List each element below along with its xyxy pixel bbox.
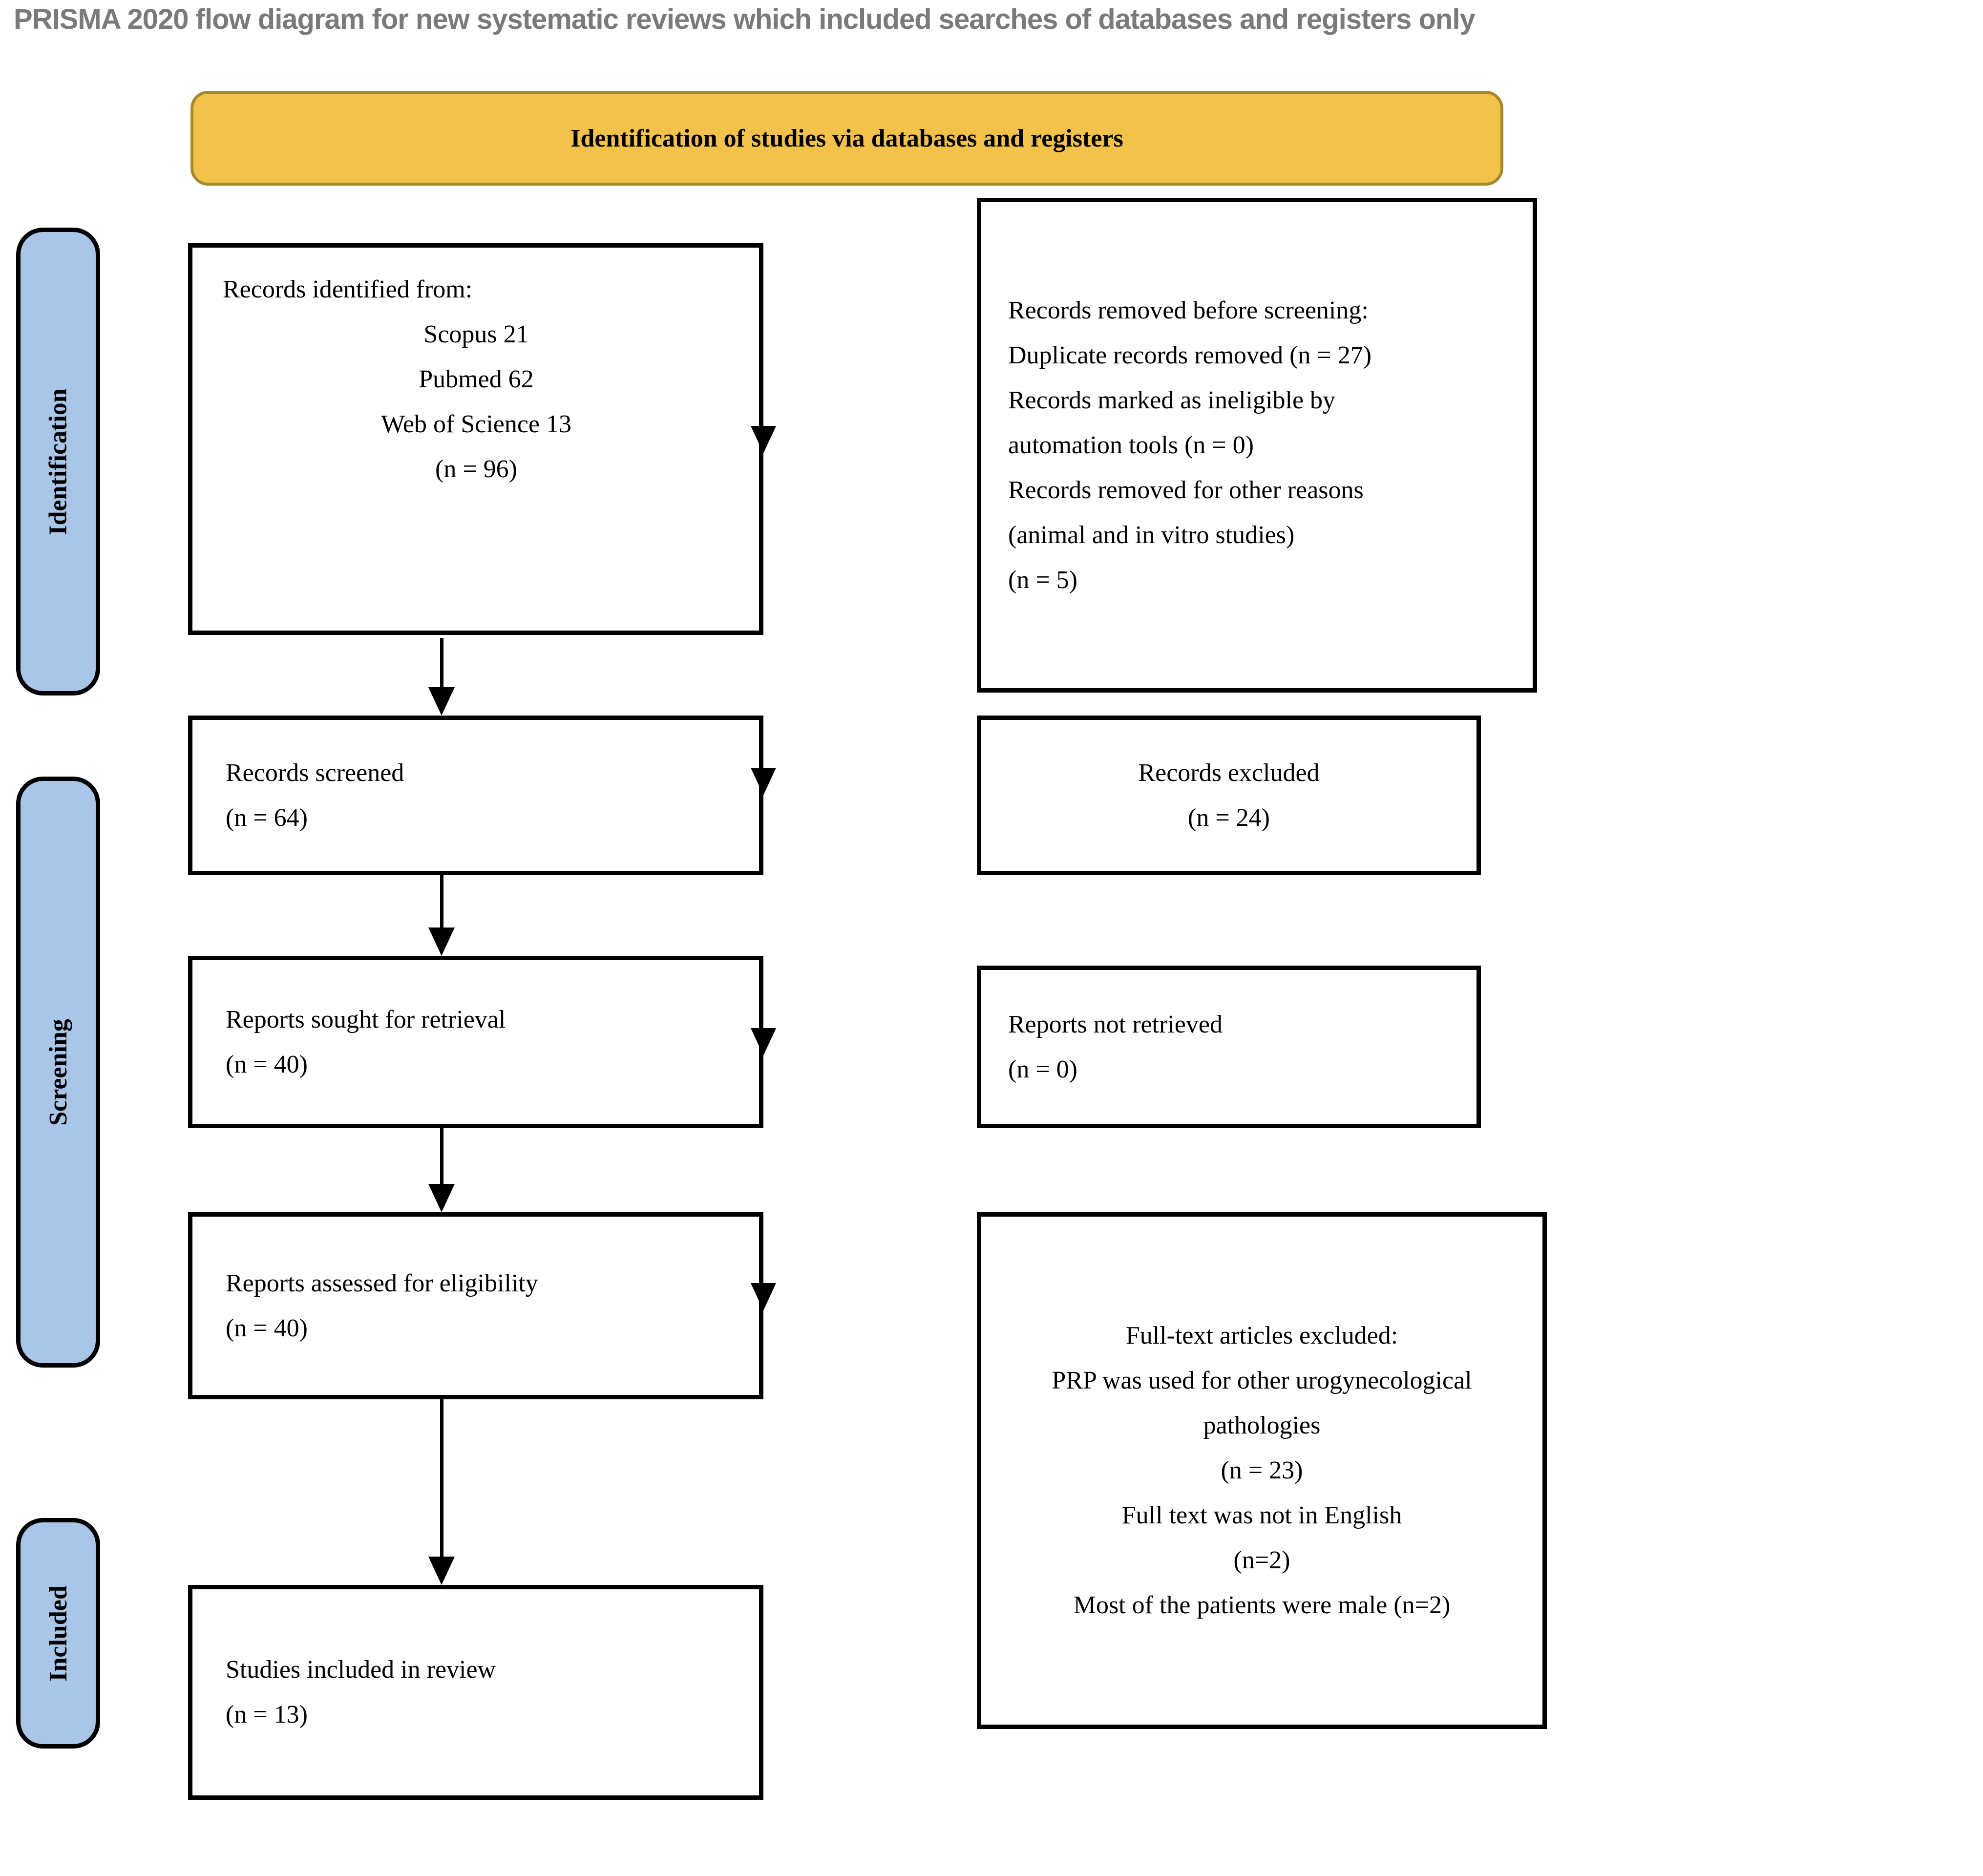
- banner-label: Identification of studies via databases …: [570, 124, 1123, 152]
- removed-reason-line: Records marked as ineligible by automati…: [1008, 386, 1336, 459]
- flow-arrow-assessed-to-included: [440, 1397, 443, 1558]
- stage-screening-label: Screening: [44, 1018, 72, 1126]
- records-screened-box: Records screened (n = 64): [188, 716, 763, 875]
- reports-sought-label: Reports sought for retrieval: [226, 1005, 506, 1033]
- reports-assessed-label: Reports assessed for eligibility: [226, 1269, 538, 1297]
- arrowhead-icon: [751, 426, 776, 453]
- studies-included-label: Studies included in review: [226, 1656, 496, 1684]
- source-line: Pubmed 62: [419, 365, 534, 393]
- records-identified-sources: Scopus 21 Pubmed 62 Web of Science 13: [223, 312, 730, 447]
- stage-identification-label: Identification: [44, 388, 72, 535]
- fulltext-excluded-box: Full-text articles excluded: PRP was used…: [977, 1212, 1547, 1729]
- arrowhead-icon: [751, 1283, 776, 1310]
- reports-assessed-count: (n = 40): [226, 1314, 308, 1342]
- records-excluded-count: (n = 24): [1188, 803, 1270, 832]
- excluded-reason-line: PRP was used for other urogynecological …: [1052, 1367, 1472, 1439]
- reports-not-retrieved-count: (n = 0): [1008, 1055, 1077, 1083]
- reports-not-retrieved-box: Reports not retrieved (n = 0): [977, 966, 1481, 1128]
- records-identified-box: Records identified from: Scopus 21 Pubmed…: [188, 243, 763, 635]
- records-excluded-box: Records excluded (n = 24): [977, 716, 1481, 875]
- arrowhead-icon: [428, 1184, 455, 1212]
- excluded-reason-line: Full-text articles excluded:: [1125, 1322, 1398, 1349]
- excluded-reason-line: (n = 23): [1221, 1456, 1303, 1484]
- flow-arrow-sought-to-assessed: [440, 1126, 443, 1185]
- removed-reason-line: (n = 5): [1008, 566, 1077, 594]
- stage-included: Included: [16, 1518, 100, 1749]
- reports-sought-count: (n = 40): [226, 1050, 308, 1078]
- reports-sought-box: Reports sought for retrieval (n = 40): [188, 956, 763, 1128]
- excluded-reason-line: (n=2): [1233, 1546, 1290, 1574]
- records-removed-reasons: Records removed before screening: Duplic…: [1008, 288, 1403, 603]
- excluded-reason-line: Most of the patients were male (n=2): [1073, 1591, 1451, 1619]
- flow-arrow-screened-to-sought: [440, 873, 443, 928]
- diagram-title: PRISMA 2020 flow diagram for new systema…: [14, 3, 1476, 35]
- records-identified-count: (n = 96): [435, 455, 517, 483]
- records-excluded-label: Records excluded: [1138, 759, 1320, 787]
- arrowhead-icon: [751, 1028, 776, 1055]
- records-removed-box: Records removed before screening: Duplic…: [977, 198, 1537, 693]
- source-line: Web of Science 13: [381, 410, 571, 438]
- arrowhead-icon: [428, 927, 455, 956]
- removed-reason-line: Records removed before screening: Duplic…: [1008, 296, 1372, 369]
- records-screened-count: (n = 64): [226, 803, 308, 832]
- stage-included-label: Included: [44, 1585, 72, 1682]
- studies-included-box: Studies included in review (n = 13): [188, 1585, 763, 1800]
- records-screened-label: Records screened: [226, 759, 404, 787]
- reports-assessed-box: Reports assessed for eligibility (n = 40…: [188, 1212, 763, 1399]
- source-line: Scopus 21: [423, 320, 529, 348]
- arrowhead-icon: [428, 1557, 455, 1585]
- arrowhead-icon: [428, 687, 455, 716]
- identification-banner: Identification of studies via databases …: [190, 91, 1503, 186]
- studies-included-count: (n = 13): [226, 1701, 308, 1728]
- arrowhead-icon: [751, 768, 776, 795]
- records-identified-intro: Records identified from:: [223, 275, 473, 303]
- fulltext-excluded-reasons: Full-text articles excluded: PRP was used…: [1045, 1313, 1479, 1628]
- stage-identification: Identification: [16, 228, 100, 696]
- flow-arrow-identified-to-screened: [440, 638, 443, 688]
- removed-reason-line: Records removed for other reasons (anima…: [1008, 476, 1364, 549]
- stage-screening: Screening: [16, 777, 100, 1368]
- excluded-reason-line: Full text was not in English: [1121, 1501, 1402, 1529]
- reports-not-retrieved-label: Reports not retrieved: [1008, 1010, 1223, 1038]
